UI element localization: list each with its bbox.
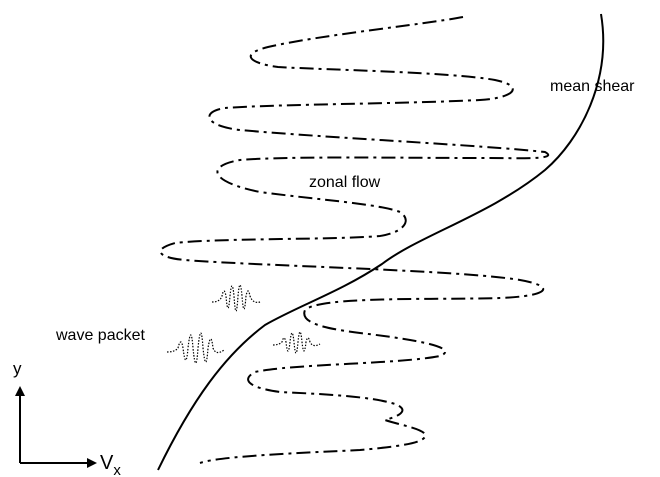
wave-packet-label: wave packet: [55, 327, 145, 344]
wave-packet-1: [211, 284, 261, 312]
zonal-flow-label: zonal flow: [309, 174, 381, 191]
mean-shear-label: mean shear: [550, 78, 635, 95]
vx-axis-subscript: x: [113, 462, 121, 477]
wave-packet-3: [272, 331, 321, 354]
mean-shear-curve: [157, 13, 605, 471]
zonal-flow-curve: [159, 16, 549, 464]
wave-packet-2: [166, 332, 225, 364]
vx-axis-label: Vx: [100, 452, 121, 477]
vx-axis-main: V: [100, 452, 114, 474]
y-axis-label: y: [13, 359, 22, 378]
